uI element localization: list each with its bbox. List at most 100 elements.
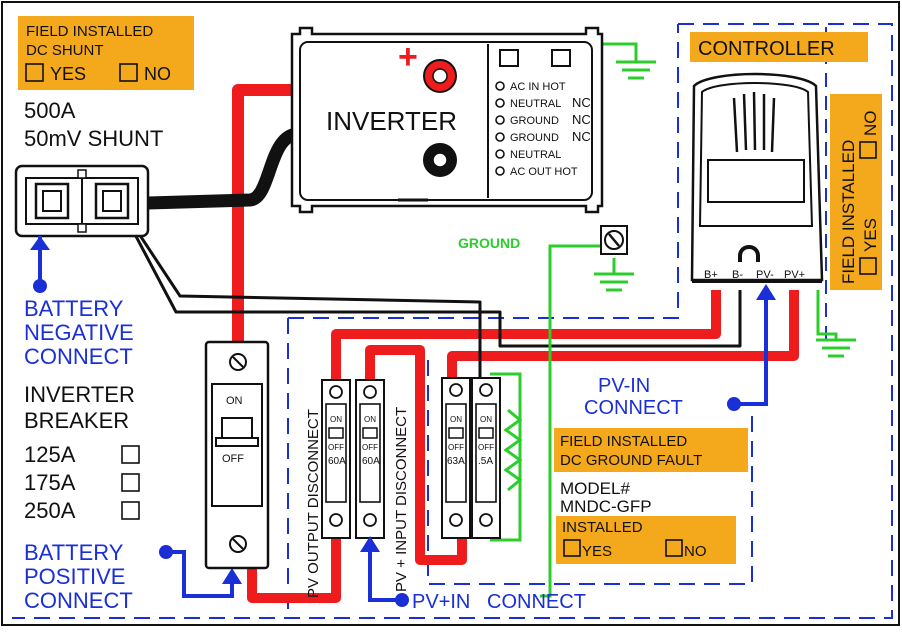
breaker-1-rating: 60A bbox=[328, 456, 346, 467]
ground-fault-yes-label: YES bbox=[582, 543, 612, 560]
ground-label: GROUND bbox=[458, 235, 520, 251]
controller-yes-checkbox[interactable] bbox=[859, 257, 877, 275]
ground-symbol-disconnect bbox=[594, 258, 634, 292]
ground-fault-model-number: MNDC-GFP bbox=[560, 497, 652, 516]
pv-plus-in-connect-label: PV+IN CONNECT bbox=[412, 591, 586, 613]
pv-in-connect-line1: PV-IN bbox=[598, 375, 650, 397]
inverter-plus-sign: + bbox=[398, 38, 418, 76]
shunt-box-title-line2: DC SHUNT bbox=[26, 42, 104, 59]
battery-positive-arrowhead bbox=[222, 568, 242, 584]
pv-output-disconnect-label: PV OUTPUT DISCONNECT bbox=[305, 409, 322, 598]
controller-no-label: NO bbox=[861, 111, 880, 137]
breaker-option-250a: 250A bbox=[24, 498, 76, 523]
small-breaker-4: ON OFF .5A bbox=[471, 377, 501, 539]
controller-device: B+ B- PV- PV+ bbox=[690, 72, 824, 283]
inverter-terminal-ac-in-hot: AC IN HOT bbox=[510, 81, 566, 93]
red-wire-pv-input bbox=[365, 345, 467, 565]
shunt-box-title-line1: FIELD INSTALLED bbox=[26, 23, 153, 40]
ground-symbol-inverter bbox=[616, 60, 656, 80]
field-installed-shunt-box: FIELD INSTALLED DC SHUNT YES NO bbox=[18, 16, 194, 90]
small-breaker-1: ON OFF 60A bbox=[321, 379, 351, 539]
inverter-nc-2: NC bbox=[572, 112, 591, 127]
ground-fault-installed-box: INSTALLED YES NO bbox=[556, 516, 736, 564]
battery-positive-line1: BATTERY bbox=[24, 540, 124, 565]
inverter-terminal-neutral-2: NEUTRAL bbox=[510, 149, 561, 161]
breaker-3-off: OFF bbox=[448, 443, 464, 452]
breaker-3-rating: 63A bbox=[447, 456, 465, 467]
controller-yes-label: YES bbox=[861, 218, 880, 252]
battery-positive-line3: CONNECT bbox=[24, 588, 133, 613]
shunt-rating: 500A bbox=[24, 98, 76, 123]
breaker-2-off: OFF bbox=[362, 443, 378, 452]
inverter-nc-1: NC bbox=[572, 95, 591, 110]
controller-terminal-pv-plus: PV+ bbox=[784, 269, 805, 281]
breaker-1-on: ON bbox=[330, 415, 342, 424]
battery-negative-line3: CONNECT bbox=[24, 344, 133, 369]
pv-in-connect-line2: CONNECT bbox=[584, 397, 683, 419]
inverter-label: INVERTER bbox=[326, 106, 457, 136]
shunt-yes-label: YES bbox=[50, 64, 86, 84]
red-wire-pv-plus bbox=[447, 290, 799, 378]
ground-fault-orange-box: FIELD INSTALLED DC GROUND FAULT bbox=[554, 428, 748, 472]
breaker-2-on: ON bbox=[364, 415, 376, 424]
battery-negative-dot bbox=[33, 279, 47, 293]
green-wire-ground-fault bbox=[490, 372, 522, 542]
shunt-no-label: NO bbox=[144, 64, 171, 84]
green-wire-controller-ground bbox=[816, 290, 838, 340]
battery-negative-arrowhead bbox=[30, 236, 50, 250]
shunt-spec: 50mV SHUNT bbox=[24, 126, 163, 151]
pv-in-arrow-line bbox=[734, 296, 768, 406]
ground-fault-dashed-box bbox=[427, 360, 753, 585]
ground-fault-installed-label: INSTALLED bbox=[562, 519, 643, 536]
breaker-option-175a: 175A bbox=[24, 470, 76, 495]
inverter-indicator-2 bbox=[551, 49, 571, 67]
ground-fault-resistor bbox=[503, 408, 523, 492]
inverter-terminal-ac-out-hot: AC OUT HOT bbox=[510, 166, 578, 178]
inverter-terminal-neutral-1: NEUTRAL bbox=[510, 98, 561, 110]
breaker-250a-checkbox[interactable] bbox=[121, 501, 140, 520]
pv-in-arrowhead bbox=[756, 284, 776, 300]
inverter-breaker-on-label: ON bbox=[226, 395, 243, 407]
shunt-no-checkbox[interactable] bbox=[119, 63, 138, 82]
ground-fault-yes-checkbox[interactable] bbox=[563, 539, 581, 557]
enclosure-dashed-border bbox=[12, 23, 893, 619]
inverter-device: INVERTER + — AC IN HOT NEUTRAL NC GROUND… bbox=[290, 26, 604, 215]
controller-field-installed-box: FIELD INSTALLED NO YES bbox=[830, 94, 882, 290]
breaker-125a-checkbox[interactable] bbox=[121, 445, 140, 464]
battery-positive-line2: POSITIVE bbox=[24, 564, 125, 589]
ground-fault-no-checkbox[interactable] bbox=[665, 539, 683, 557]
inverter-indicator-1 bbox=[499, 49, 519, 67]
controller-no-checkbox[interactable] bbox=[859, 141, 877, 159]
green-wire-inverter-ground bbox=[596, 42, 638, 62]
inverter-breaker-title2: BREAKER bbox=[24, 408, 129, 433]
breaker-1-off: OFF bbox=[328, 443, 344, 452]
inverter-minus-sign: — bbox=[398, 182, 428, 215]
controller-terminal-b-plus: B+ bbox=[704, 269, 718, 281]
ground-fault-line1: FIELD INSTALLED bbox=[560, 433, 687, 450]
pv-plus-in-arrow-line bbox=[368, 540, 396, 602]
inverter-breaker-title1: INVERTER bbox=[24, 382, 135, 407]
pv-plus-in-arrowhead bbox=[360, 536, 380, 552]
controller-field-installed-label: FIELD INSTALLED bbox=[839, 140, 858, 284]
black-wire-ground-fault bbox=[116, 201, 482, 384]
black-wire-controller-negative bbox=[118, 205, 742, 348]
inverter-terminal-ground-1: GROUND bbox=[510, 115, 559, 127]
breaker-2-rating: 60A bbox=[362, 456, 380, 467]
breaker-3-on: ON bbox=[450, 415, 462, 424]
breaker-175a-checkbox[interactable] bbox=[121, 473, 140, 492]
breaker-4-on: ON bbox=[480, 415, 492, 424]
pv-plus-in-dot bbox=[395, 593, 409, 607]
shunt-yes-checkbox[interactable] bbox=[25, 63, 44, 82]
ground-fault-line2: DC GROUND FAULT bbox=[560, 452, 702, 469]
controller-terminal-b-minus: B- bbox=[732, 269, 743, 281]
battery-positive-arrow-line bbox=[166, 550, 234, 598]
green-wire-ground bbox=[540, 244, 604, 598]
breaker-4-off: OFF bbox=[478, 443, 494, 452]
breaker-option-125a: 125A bbox=[24, 442, 76, 467]
ground-fault-no-label: NO bbox=[684, 543, 707, 560]
ground-symbol-controller bbox=[816, 338, 856, 358]
breaker-4-rating: .5A bbox=[478, 456, 493, 467]
ground-switch bbox=[600, 225, 628, 255]
